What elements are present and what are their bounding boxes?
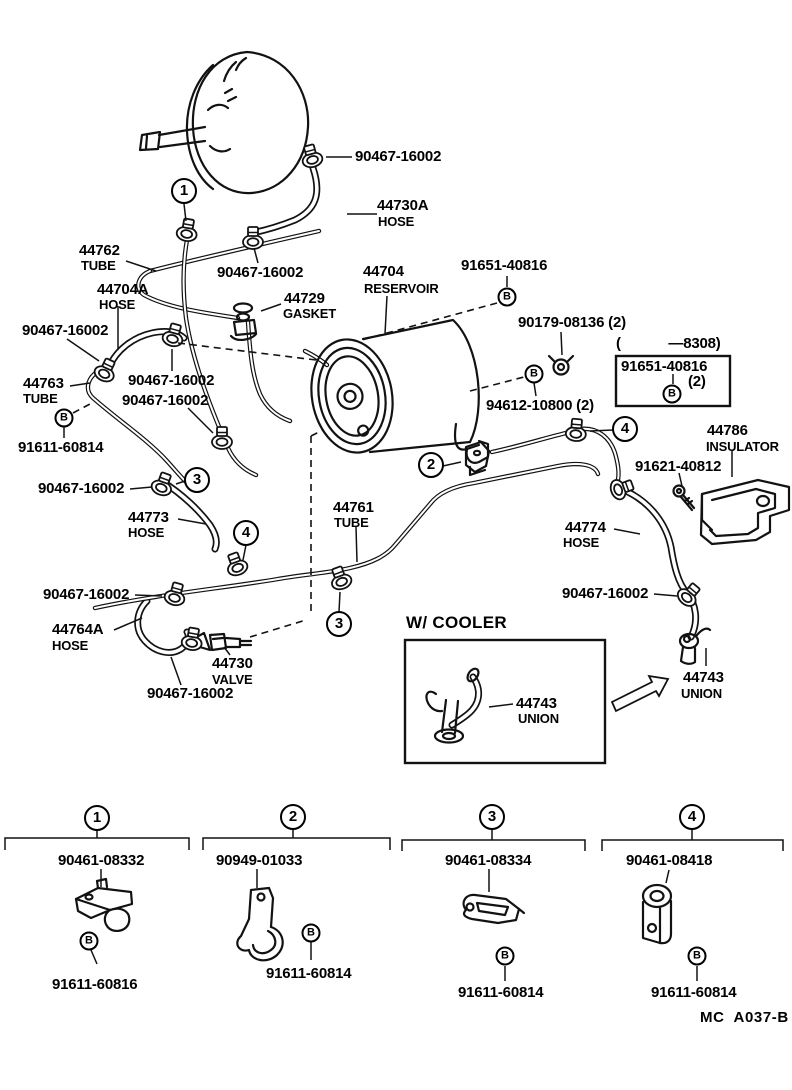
label-44773-name: HOSE	[128, 525, 165, 540]
label-91651-top: 91651-40816	[461, 257, 548, 274]
label-44704a-name: HOSE	[99, 297, 136, 312]
legend-4-fastener: 91611-60814	[651, 984, 737, 1001]
label-44762-number: 44762	[79, 242, 120, 259]
legend-4-callout: 4	[679, 804, 705, 830]
label-44743-cooler-number: 44743	[516, 695, 557, 712]
label-clamp-90467-g: 90467-16002	[562, 585, 649, 602]
callout-2: 2	[418, 452, 444, 478]
label-44763-number: 44763	[23, 375, 64, 392]
with-cooler-box	[403, 638, 607, 765]
label-91651-boxed: 91651-40816	[621, 358, 708, 375]
page-code: MC A037-B	[700, 1009, 789, 1026]
label-91621: 91621-40812	[635, 458, 722, 475]
label-44730-number: 44730	[212, 655, 253, 672]
hose-and-tube-runs	[85, 164, 700, 729]
label-clamp-90467-c: 90467-16002	[22, 322, 109, 339]
legend-2-marker-b: B	[301, 923, 321, 943]
label-clamp-90467-a: 90467-16002	[355, 148, 442, 165]
bolt-marker-b-boxed: B	[662, 384, 682, 404]
label-44729-number: 44729	[284, 290, 325, 307]
label-44786-name: INSULATOR	[706, 439, 779, 454]
leader-lines	[4, 156, 784, 981]
legend-3-marker-b: B	[495, 946, 515, 966]
label-44704a-number: 44704A	[97, 281, 149, 298]
label-clamp-90467-b: 90467-16002	[217, 264, 304, 281]
label-44761-number: 44761	[333, 499, 374, 516]
label-44764a-number: 44764A	[52, 621, 104, 638]
label-44730-name: VALVE	[212, 672, 253, 687]
brake-booster-drawing	[138, 50, 310, 195]
label-with-cooler: W/ COOLER	[406, 613, 507, 632]
insulator-drawing	[699, 478, 791, 546]
label-range-note: ( —8308)	[616, 335, 721, 352]
arrow-icon	[610, 674, 670, 713]
label-44729-name: GASKET	[283, 306, 336, 321]
grommet-drawing	[547, 354, 575, 376]
mount-bracket-drawing	[464, 440, 491, 477]
legend-2-fastener: 91611-60814	[266, 965, 352, 982]
label-44743-right-number: 44743	[683, 669, 724, 686]
callout-4-a: 4	[612, 416, 638, 442]
legend-1-fastener: 91611-60816	[52, 976, 138, 993]
callout-3-b: 3	[326, 611, 352, 637]
label-44773-number: 44773	[128, 509, 169, 526]
legend-3-callout: 3	[479, 804, 505, 830]
legend-2-callout: 2	[280, 804, 306, 830]
label-90179: 90179-08136 (2)	[518, 314, 626, 331]
legend-4-part: 90461-08418	[626, 852, 713, 869]
label-clamp-90467-i: 90467-16002	[147, 685, 234, 702]
label-44786-number: 44786	[707, 422, 748, 439]
bolt-marker-b-left: B	[54, 408, 74, 428]
label-44761-name: TUBE	[334, 515, 369, 530]
label-44743-cooler-name: UNION	[518, 711, 559, 726]
label-44730a-number: 44730A	[377, 197, 429, 214]
label-44764a-name: HOSE	[52, 638, 89, 653]
label-clamp-90467-d: 90467-16002	[128, 372, 215, 389]
label-91651-boxed-qty: (2)	[688, 373, 706, 390]
dashed-reference-lines	[72, 302, 525, 638]
reservoir-drawing	[310, 318, 490, 464]
callout-4-b: 4	[233, 520, 259, 546]
label-clamp-90467-e: 90467-16002	[122, 392, 209, 409]
gasket-drawing	[229, 302, 258, 341]
callout-3-a: 3	[184, 467, 210, 493]
label-44704-number: 44704	[363, 263, 404, 280]
legend-1-marker-b: B	[79, 931, 99, 951]
legend-part-1-drawing	[74, 877, 134, 932]
label-clamp-90467-f: 90467-16002	[38, 480, 125, 497]
label-94612: 94612-10800 (2)	[486, 397, 594, 414]
label-clamp-90467-h: 90467-16002	[43, 586, 130, 603]
union-drawing-cooler	[425, 667, 480, 744]
production-range-box	[614, 354, 732, 408]
label-91611-60814-left: 91611-60814	[18, 439, 104, 456]
bolt-marker-b-top: B	[497, 287, 517, 307]
label-44774-name: HOSE	[563, 535, 600, 550]
legend-1-callout: 1	[84, 805, 110, 831]
legend-3-part: 90461-08334	[445, 852, 532, 869]
label-44704-name: RESERVOIR	[364, 281, 439, 296]
bolt-marker-b-mid: B	[524, 364, 544, 384]
label-44763-name: TUBE	[23, 391, 58, 406]
legend-4-marker-b: B	[687, 946, 707, 966]
screw-drawing	[672, 484, 696, 512]
label-44730a-name: HOSE	[378, 214, 415, 229]
legend-part-2-drawing	[236, 886, 284, 962]
legend-part-3-drawing	[462, 893, 526, 925]
legend-1-part: 90461-08332	[58, 852, 145, 869]
legend-2-part: 90949-01033	[216, 852, 303, 869]
label-44774-number: 44774	[565, 519, 606, 536]
label-44762-name: TUBE	[81, 258, 116, 273]
legend-part-4-drawing	[641, 883, 673, 945]
union-drawing-right	[678, 627, 712, 665]
label-44743-right-name: UNION	[681, 686, 722, 701]
legend-3-fastener: 91611-60814	[458, 984, 544, 1001]
callout-1: 1	[171, 178, 197, 204]
